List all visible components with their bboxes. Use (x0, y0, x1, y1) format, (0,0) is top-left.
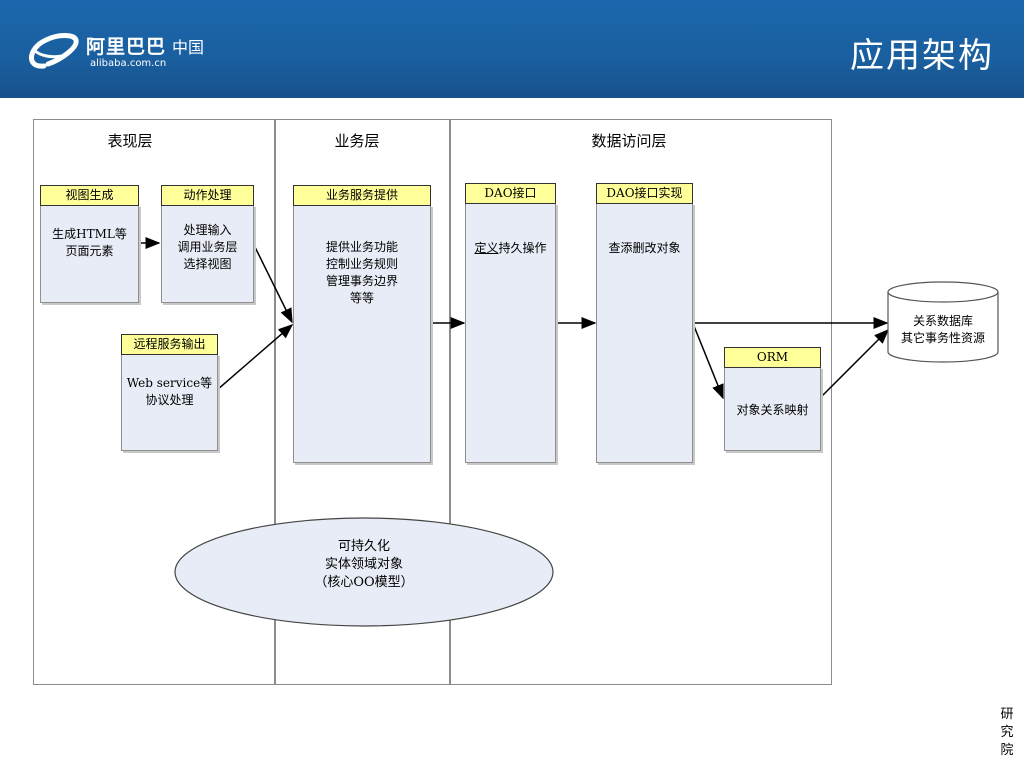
view-generation-box: 生成HTML等 页面元素 (40, 205, 139, 303)
action-line-1: 处理输入 (183, 223, 232, 237)
data-access-layer-panel (449, 119, 832, 685)
dao-impl-line-1: 查添删改对象 (608, 241, 681, 255)
side-label-research-institute: 研 究 院 (999, 706, 1015, 760)
presentation-layer-title: 表现层 (107, 132, 153, 150)
remote-line-2: 协议处理 (145, 393, 194, 407)
dao-interface-tag: DAO接口 (465, 183, 556, 204)
side-label-char-2: 究 (1000, 725, 1014, 740)
view-generation-line-2: 页面元素 (65, 244, 114, 258)
biz-line-2: 控制业务规则 (325, 257, 398, 271)
view-generation-line-1: 生成HTML等 (52, 227, 127, 241)
presentation-layer-panel (33, 119, 276, 685)
logo-url: alibaba.com.cn (90, 58, 167, 69)
dao-if-underlined: 定义 (474, 241, 499, 255)
orm-line-1: 对象关系映射 (736, 403, 809, 417)
database-cylinder-icon (887, 281, 999, 363)
header-banner: 阿里巴巴 中国 alibaba.com.cn 应用架构 (0, 0, 1024, 98)
business-service-box: 提供业务功能 控制业务规则 管理事务边界 等等 (293, 205, 431, 463)
alibaba-swoosh-icon (29, 33, 79, 69)
action-processing-box: 处理输入 调用业务层 选择视图 (161, 205, 254, 303)
action-line-2: 调用业务层 (177, 240, 238, 254)
biz-line-3: 管理事务边界 (325, 274, 398, 288)
remote-service-tag: 远程服务输出 (121, 334, 218, 355)
database-line-2: 其它事务性资源 (900, 331, 985, 345)
business-layer-title: 业务层 (334, 132, 380, 150)
dao-implementation-tag: DAO接口实现 (596, 183, 693, 204)
logo-text-region: 中国 (172, 38, 205, 57)
biz-line-4: 等等 (349, 291, 374, 305)
biz-line-1: 提供业务功能 (325, 240, 398, 254)
business-layer-panel (274, 119, 451, 685)
dao-implementation-box: 查添删改对象 (596, 203, 693, 463)
remote-service-box: Web service等 协议处理 (121, 354, 218, 451)
action-processing-tag: 动作处理 (161, 185, 254, 206)
business-service-tag: 业务服务提供 (293, 185, 431, 206)
action-line-3: 选择视图 (183, 257, 232, 271)
dao-interface-box: 定义持久操作 (465, 203, 556, 463)
remote-line-1: Web service等 (126, 376, 213, 390)
domain-object-label: 可持久化 实体领域对象 （核心OO模型） (173, 538, 555, 592)
data-access-layer-title: 数据访问层 (591, 132, 667, 150)
dao-if-rest: 持久操作 (498, 241, 547, 255)
alibaba-logo[interactable]: 阿里巴巴 中国 alibaba.com.cn (24, 26, 224, 76)
database-label: 关系数据库 其它事务性资源 (886, 313, 1000, 347)
view-generation-tag: 视图生成 (40, 185, 139, 206)
side-label-char-3: 院 (1000, 743, 1014, 758)
domain-object-line-3: （核心OO模型） (314, 575, 414, 590)
database-line-1: 关系数据库 (912, 314, 973, 328)
logo-text-cn: 阿里巴巴 (86, 36, 167, 58)
domain-object-line-1: 可持久化 (337, 539, 390, 554)
orm-box: 对象关系映射 (724, 367, 821, 451)
orm-tag: ORM (724, 347, 821, 368)
side-label-char-1: 研 (1000, 707, 1014, 722)
domain-object-line-2: 实体领域对象 (324, 557, 403, 572)
page-title: 应用架构 (850, 36, 994, 76)
domain-object-ellipse (174, 517, 554, 627)
